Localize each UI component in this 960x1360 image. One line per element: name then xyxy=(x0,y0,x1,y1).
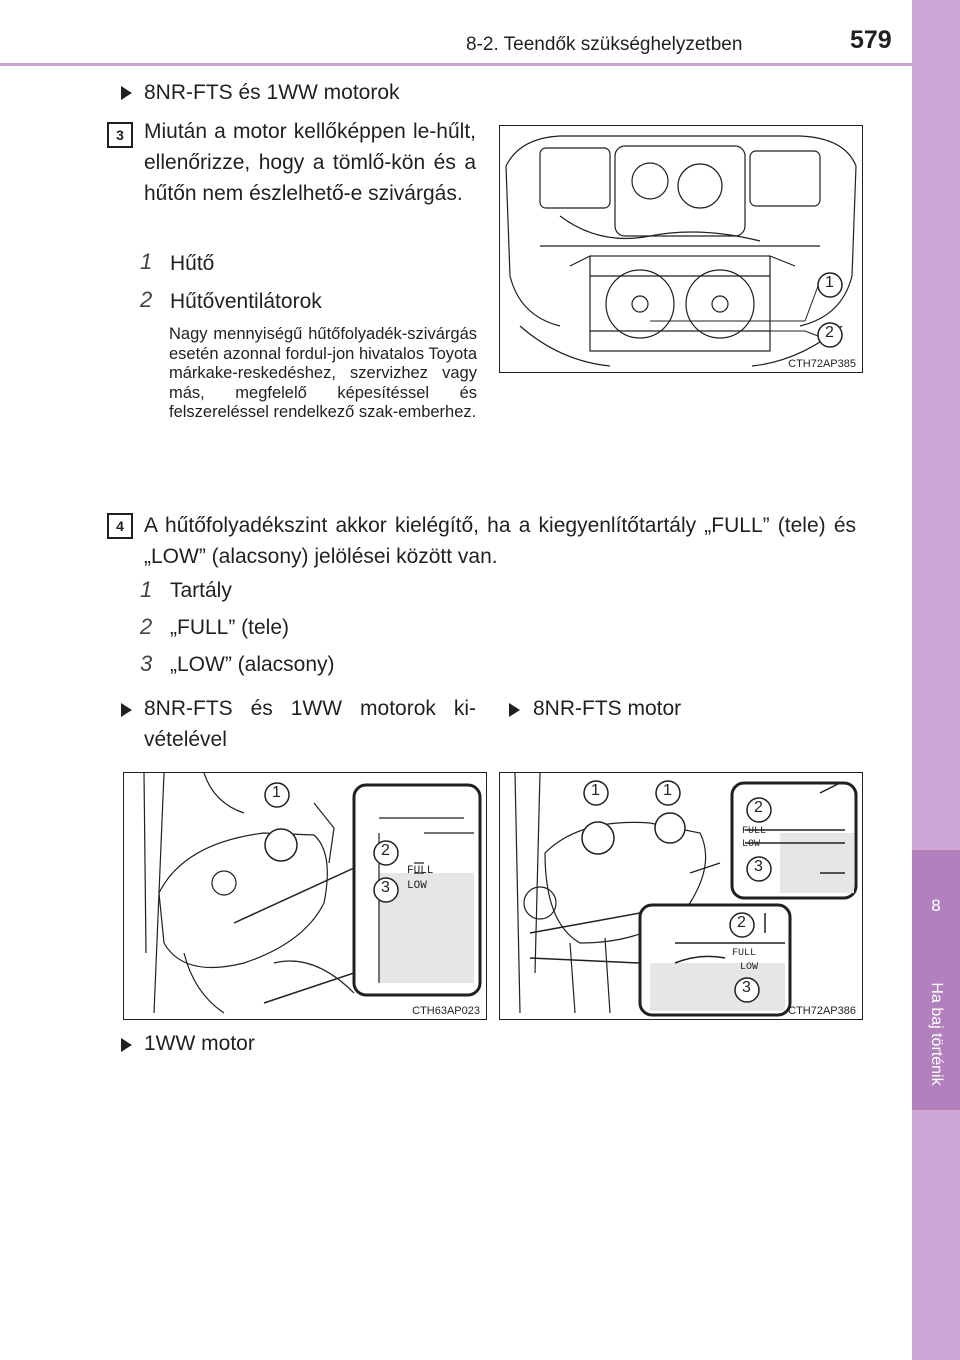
variant-heading-left: 8NR-FTS és 1WW motorok ki-vételével xyxy=(144,697,476,751)
svg-text:LOW: LOW xyxy=(742,839,760,850)
engine-bay-figure: 1 2 CTH72AP385 xyxy=(499,125,863,373)
item-label: Hűtőventilátorok xyxy=(170,290,322,313)
item-number: 2 xyxy=(140,287,153,312)
svg-text:LOW: LOW xyxy=(740,962,758,973)
reservoir-figure-right: FULL LOW FULL LOW 1 1 2 3 2 3 CTH72AP386 xyxy=(499,772,863,1020)
item-number: 2 xyxy=(140,614,153,639)
svg-text:LOW: LOW xyxy=(407,880,427,892)
svg-text:FULL: FULL xyxy=(732,948,756,959)
figure-callout: 2 xyxy=(825,324,834,341)
step-number-4: 4 xyxy=(107,513,133,539)
chapter-band xyxy=(912,850,960,1110)
chapter-title: Ha baj történik xyxy=(928,982,945,1086)
figure-code: CTH63AP023 xyxy=(412,1005,480,1017)
item-label: „LOW” (alacsony) xyxy=(170,653,335,676)
header-rule xyxy=(0,63,912,66)
item-number: 3 xyxy=(140,651,153,676)
figure-callout: 1 xyxy=(272,784,281,801)
figure-callout: 3 xyxy=(742,979,751,996)
item-label: Hűtő xyxy=(170,252,215,275)
reservoir-illustration-right: FULL LOW FULL LOW xyxy=(514,773,858,1017)
chapter-number: 8 xyxy=(931,896,941,915)
figure-callout: 3 xyxy=(754,858,763,875)
figure-callout: 3 xyxy=(381,879,390,896)
step3-text: Miután a motor kellőképpen le-hűlt, elle… xyxy=(144,120,476,205)
figure-callout: 2 xyxy=(737,914,746,931)
svg-text:FULL: FULL xyxy=(407,865,433,877)
figure-callout: 2 xyxy=(754,799,763,816)
figure-code: CTH72AP386 xyxy=(788,1005,856,1017)
item-number: 1 xyxy=(140,577,153,602)
page-number: 579 xyxy=(850,26,892,54)
engine-bay-illustration xyxy=(505,135,857,367)
chapter-side-tab: 8 Ha baj történik xyxy=(912,0,960,1360)
item-label: Tartály xyxy=(170,579,232,602)
figure-callout: 2 xyxy=(381,842,390,859)
bullet-triangle-icon xyxy=(509,703,520,717)
variant-heading-right: 8NR-FTS motor xyxy=(533,697,682,720)
figure-callout: 1 xyxy=(825,274,834,291)
engine-1ww-heading: 1WW motor xyxy=(144,1032,255,1055)
svg-text:FULL: FULL xyxy=(742,826,766,837)
figure-callout: 1 xyxy=(663,782,672,799)
bullet-triangle-icon xyxy=(121,703,132,717)
reservoir-figure-left: FULL LOW 1 2 3 CTH63AP023 xyxy=(123,772,487,1020)
step4-text: A hűtőfolyadékszint akkor kielégítő, ha … xyxy=(144,514,856,568)
section-title: 8-2. Teendők szükséghelyzetben xyxy=(466,34,743,55)
reservoir-illustration-left: FULL LOW xyxy=(143,773,482,1014)
item-label: „FULL” (tele) xyxy=(170,616,290,639)
step-number-3: 3 xyxy=(107,122,133,148)
chapter-title-box: Ha baj történik xyxy=(912,964,960,1104)
figure-code: CTH72AP385 xyxy=(788,358,856,370)
figure-callout: 1 xyxy=(591,782,600,799)
item-number: 1 xyxy=(140,249,153,274)
leak-note: Nagy mennyiségű hűtőfolyadék-szivárgás e… xyxy=(169,325,477,421)
bullet-triangle-icon xyxy=(121,1038,132,1052)
bullet-triangle-icon xyxy=(121,86,132,100)
engine-heading: 8NR-FTS és 1WW motorok xyxy=(144,81,400,104)
